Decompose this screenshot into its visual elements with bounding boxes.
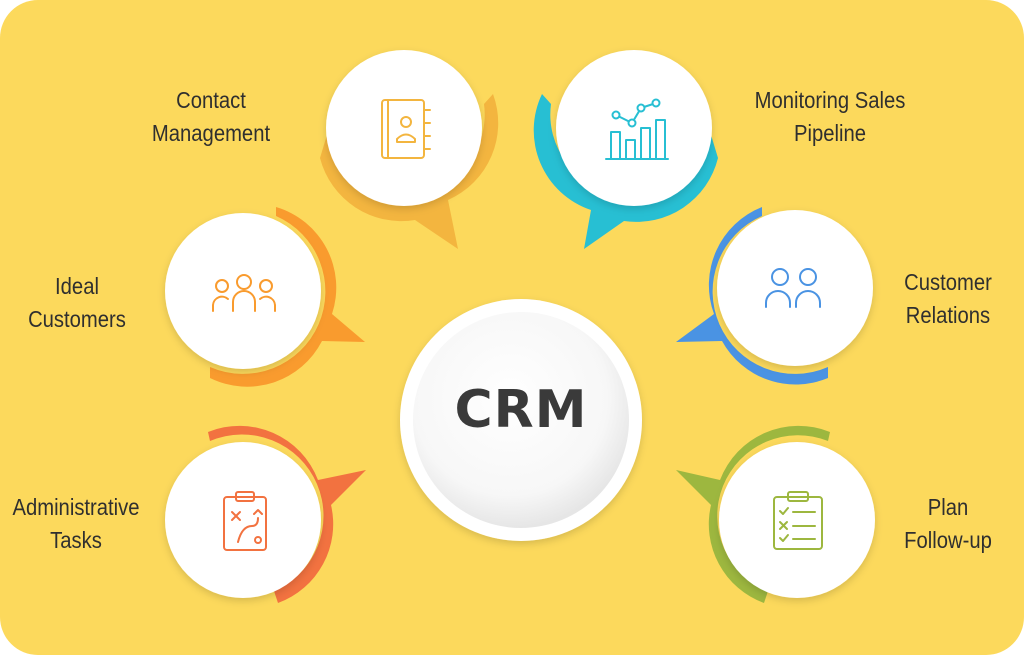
strategy-clipboard-icon bbox=[223, 491, 267, 551]
node-circle bbox=[165, 442, 321, 598]
label-plan-follow-up: Plan Follow-up bbox=[904, 494, 992, 553]
label-monitoring-sales-pipeline: Monitoring Sales Pipeline bbox=[754, 87, 906, 146]
group-icon bbox=[212, 274, 276, 312]
address-book-icon bbox=[381, 99, 431, 159]
node-ring bbox=[676, 207, 828, 385]
label-administrative-tasks: Administrative Tasks bbox=[12, 494, 140, 553]
node-circle bbox=[717, 210, 873, 366]
label-customer-relations: Customer Relations bbox=[904, 269, 992, 328]
two-people-icon bbox=[765, 268, 821, 308]
node-administrative-tasks bbox=[165, 425, 366, 603]
node-circle bbox=[719, 442, 875, 598]
node-ideal-customers bbox=[165, 207, 365, 387]
checklist-icon bbox=[773, 491, 823, 550]
node-contact-management bbox=[320, 50, 499, 249]
label-contact-management: Contact Management bbox=[151, 87, 271, 146]
node-ring bbox=[210, 207, 365, 387]
node-plan-follow-up bbox=[676, 425, 875, 603]
label-ideal-customers: Ideal Customers bbox=[28, 273, 126, 332]
center-node bbox=[400, 299, 642, 541]
bar-line-chart-icon bbox=[605, 98, 669, 160]
node-ring bbox=[533, 94, 718, 249]
center-label: CRM bbox=[454, 380, 588, 440]
node-circle bbox=[556, 50, 712, 206]
node-monitoring-sales-pipeline bbox=[533, 50, 718, 249]
node-customer-relations bbox=[676, 207, 873, 385]
node-ring bbox=[320, 94, 499, 249]
node-circle bbox=[326, 50, 482, 206]
